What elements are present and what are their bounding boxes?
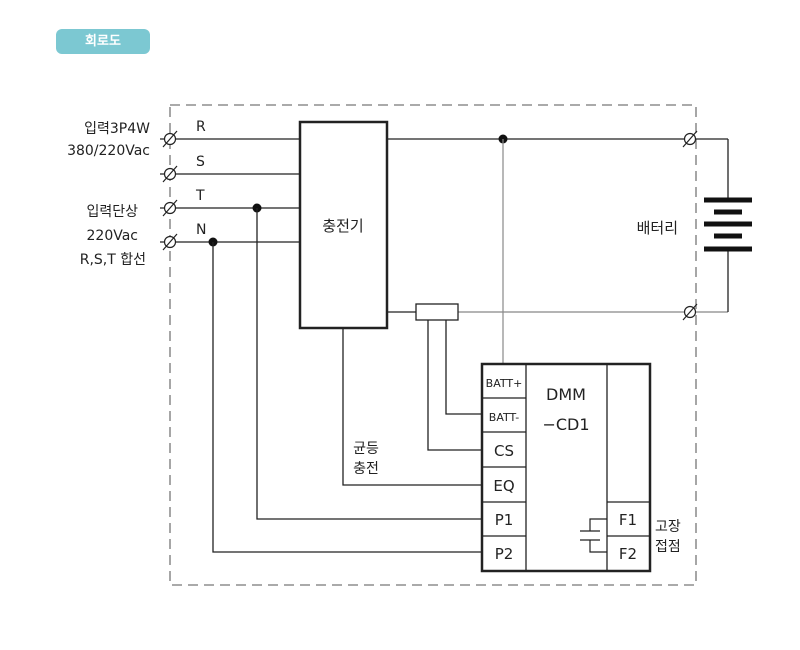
terminal-t (162, 199, 178, 217)
phase-label-n: N (196, 222, 206, 238)
charger-box (298, 120, 389, 330)
terminal-battery-negative (682, 303, 698, 321)
dmm-title-line2: −CD1 (542, 415, 589, 434)
phase-label-r: R (196, 119, 206, 135)
fault-contact-label-line1: 고장 (655, 519, 681, 535)
terminal-label-f2: F2 (619, 545, 637, 563)
fault-contact-icon (580, 518, 607, 553)
terminal-label-batt-plus: BATT+ (486, 377, 523, 390)
terminal-r (162, 130, 178, 148)
equalize-label-line2: 충전 (353, 461, 379, 477)
input-single-voltage: 220Vac (87, 228, 139, 244)
terminal-label-f1: F1 (619, 511, 637, 529)
input-single-label: 입력단상 (86, 204, 138, 220)
terminal-label-eq: EQ (493, 477, 514, 495)
terminal-label-batt-minus: BATT- (489, 411, 519, 424)
p1-wire (256, 208, 482, 520)
battery-label: 배터리 (637, 219, 678, 237)
terminal-s (162, 165, 178, 183)
equalize-label-line1: 균등 (353, 441, 379, 457)
input-3p4w-voltage: 380/220Vac (67, 143, 150, 159)
terminal-n (162, 233, 178, 251)
fault-contact-label-line2: 접점 (655, 539, 681, 555)
eq-wire (342, 328, 482, 486)
terminal-label-p2: P2 (495, 545, 514, 563)
p2-wire (212, 242, 482, 553)
enclosure-boundary (169, 104, 697, 586)
current-sensor (415, 303, 459, 321)
terminal-label-p1: P1 (495, 511, 514, 529)
circuit-diagram-badge: 회로도 (56, 29, 150, 54)
input-3p4w-label: 입력3P4W (84, 121, 150, 137)
input-single-note: R,S,T 합선 (80, 252, 146, 268)
terminal-label-cs: CS (494, 442, 514, 460)
terminal-battery-positive (682, 130, 698, 148)
cs-wire (427, 320, 482, 451)
charger-label: 충전기 (322, 217, 363, 235)
batt-minus-wire (445, 320, 482, 415)
battery-symbol-icon (704, 197, 752, 252)
phase-label-t: T (195, 188, 205, 204)
dmm-title-line1: DMM (546, 385, 586, 404)
phase-label-s: S (196, 154, 205, 170)
